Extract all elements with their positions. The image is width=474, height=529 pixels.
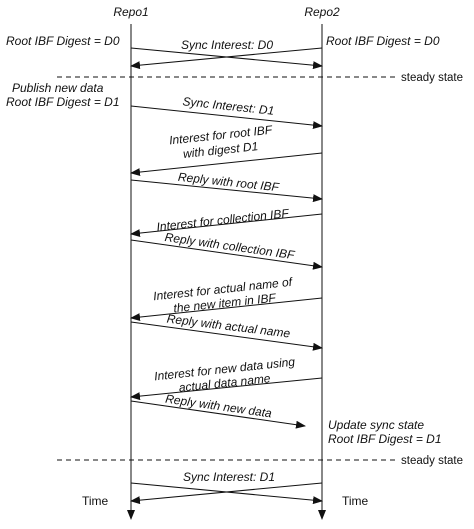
message-sync-interest-d1: Sync Interest: D1: [130, 94, 323, 130]
repo1-new-digest: Root IBF Digest = D1: [6, 95, 120, 109]
message-label: Sync Interest: D1: [182, 94, 275, 118]
message-label: Sync Interest: D1: [183, 470, 275, 484]
message-arrow: [130, 321, 323, 351]
message-arrow: [130, 400, 306, 429]
steady-state-label-bottom: steady state: [401, 455, 463, 467]
message-arrow: [130, 377, 323, 401]
steady-state-label-top: steady state: [401, 72, 463, 84]
time-label-right: Time: [342, 494, 369, 508]
message-arrow: [130, 213, 323, 238]
message-arrow: [130, 239, 323, 270]
repo2-initial-digest: Root IBF Digest = D0: [326, 34, 440, 48]
repo2-time-arrowhead: [318, 510, 326, 520]
message-label: Sync Interest: D0: [181, 38, 273, 52]
message-sync-interest-d0-repo2: Sync Interest: D0: [130, 38, 323, 70]
message-sync-interest-d1-final-repo2: Sync Interest: D1: [130, 470, 323, 505]
publish-new-data-label: Publish new data: [12, 81, 104, 95]
message-label: Interest for collection IBF: [156, 206, 290, 234]
message-interest-root-ibf: Interest for root IBF with digest D1: [130, 123, 323, 177]
repo1-initial-digest: Root IBF Digest = D0: [6, 34, 120, 48]
message-arrow: [130, 47, 323, 70]
message-arrow: [130, 152, 323, 177]
message-arrow: [130, 482, 323, 505]
message-interest-actual-name: Interest for actual name of the new item…: [130, 275, 323, 322]
repo2-label: Repo2: [304, 5, 340, 19]
repo2-new-digest: Root IBF Digest = D1: [328, 432, 442, 446]
message-label: Reply with collection IBF: [164, 230, 296, 262]
message-label: Reply with root IBF: [177, 170, 280, 195]
message-reply-collection-ibf: Reply with collection IBF: [130, 230, 323, 270]
message-reply-root-ibf: Reply with root IBF: [130, 170, 323, 203]
message-interest-new-data: Interest for new data using actual data …: [130, 355, 323, 401]
message-label: Reply with actual name: [166, 312, 291, 341]
message-reply-new-data: Reply with new data: [130, 392, 306, 429]
message-interest-collection-ibf: Interest for collection IBF: [130, 206, 323, 238]
message-arrow: [130, 297, 323, 322]
time-label-left: Time: [82, 494, 109, 508]
message-label: Reply with new data: [164, 392, 273, 421]
repo1-label: Repo1: [113, 5, 148, 19]
message-reply-actual-name: Reply with actual name: [130, 312, 323, 351]
message-arrow: [130, 179, 323, 203]
message-arrow: [130, 105, 323, 130]
update-sync-state-label: Update sync state: [328, 418, 424, 432]
repo1-time-arrowhead: [127, 510, 135, 520]
